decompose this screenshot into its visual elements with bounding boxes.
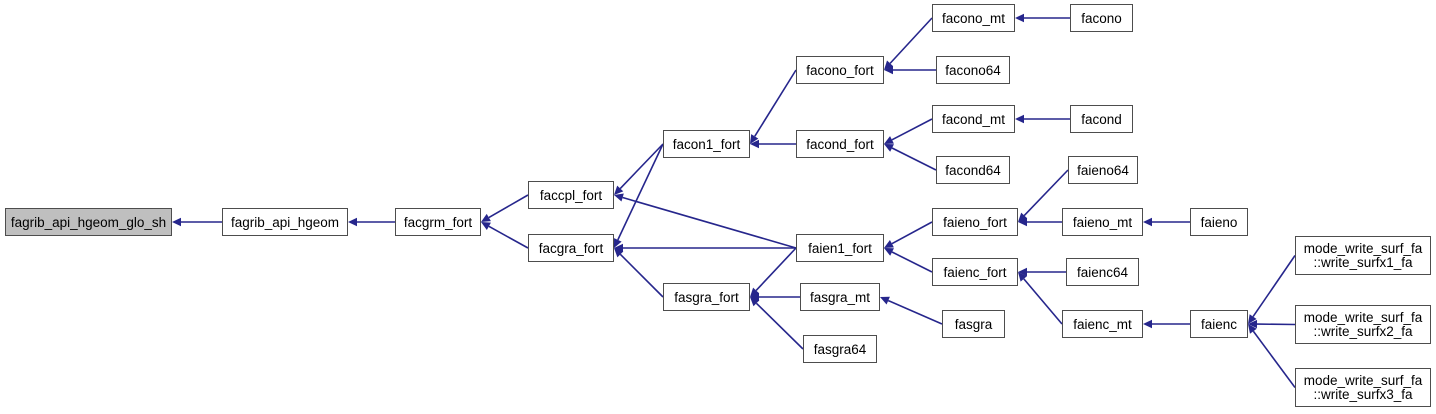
graph-node-faieno-fort[interactable]: faieno_fort [932,208,1018,236]
arrowhead-faienc-mt-to-faienc-fort [1018,272,1028,282]
edge-facono-fort-to-facon1-fort [754,69,797,137]
arrowhead-faienc64-to-faienc-fort [1018,267,1027,277]
edge-fasgra-to-fasgra-mt [887,299,943,325]
arrowhead-fasgra64-to-fasgra-fort [750,297,760,307]
edge-faccpl-fort-to-facgrm-fort [488,194,529,219]
graph-node-facon1-fort[interactable]: facon1_fort [663,130,750,158]
arrowhead-facono-mt-to-facono-fort [884,60,894,70]
arrowhead-faienc-to-faienc-mt [1143,319,1152,329]
graph-node-faienc-mt[interactable]: faienc_mt [1062,310,1143,338]
graph-node-fasgra-fort[interactable]: fasgra_fort [663,283,750,311]
graph-node-facond64[interactable]: facond64 [936,156,1010,184]
arrowhead-facgra-fort-to-facgrm-fort [481,222,491,231]
edge-facon1-fort-to-faccpl-fort [619,143,664,190]
edge-facon1-fort-to-facgra-fort [617,143,664,241]
graph-node-faienc[interactable]: faienc [1190,310,1248,338]
edge-facond-mt-to-facond-fort [891,118,933,141]
edge-write-surfx1-fa-to-faienc [1252,255,1296,318]
arrowhead-faienc-fort-to-faien1-fort [884,248,894,256]
arrowhead-write-surfx3-fa-to-faienc [1248,324,1257,334]
graph-node-facono64[interactable]: facono64 [936,56,1010,84]
arrowhead-faccpl-fort-to-facgrm-fort [481,213,491,222]
arrowhead-faieno64-to-faieno-fort [1018,212,1028,222]
edge-faienc-mt-to-faienc-fort [1023,278,1063,325]
graph-node-fasgra-mt[interactable]: fasgra_mt [800,283,880,311]
arrowhead-facono-to-facono-mt [1015,13,1024,23]
graph-node-facgra-fort[interactable]: facgra_fort [528,234,614,262]
arrowhead-faieno-to-faieno-mt [1143,217,1152,227]
edge-facond64-to-facond-fort [891,147,937,171]
arrowhead-fasgra-to-fasgra-mt [880,296,890,305]
arrowhead-facon1-fort-to-faccpl-fort [614,185,624,195]
arrowhead-facond-mt-to-facond-fort [884,136,894,144]
arrowhead-facono-fort-to-facon1-fort [750,134,759,144]
edge-faien1-fort-to-fasgra-fort [755,247,797,291]
edge-faienc-fort-to-faien1-fort [891,251,933,273]
graph-node-write-surfx1-fa[interactable]: mode_write_surf_fa ::write_surfx1_fa [1295,236,1431,275]
graph-node-write-surfx3-fa[interactable]: mode_write_surf_fa ::write_surfx3_fa [1295,368,1431,407]
edge-facgra-fort-to-facgrm-fort [488,225,529,249]
graph-node-fagrib-api-hgeom[interactable]: fagrib_api_hgeom [222,208,348,236]
edge-faieno-fort-to-faien1-fort [891,221,933,245]
arrowhead-faieno-mt-to-faieno-fort [1018,217,1027,227]
arrowhead-faien1-fort-to-faccpl-fort [614,193,624,202]
graph-node-facono[interactable]: facono [1070,4,1133,32]
arrowhead-facon1-fort-to-facgra-fort [614,238,622,248]
arrowhead-facono64-to-facono-fort [884,65,893,75]
edge-facono-mt-to-facono-fort [889,17,933,64]
edge-write-surfx3-fa-to-faienc [1252,330,1296,388]
graph-node-faien1-fort[interactable]: faien1_fort [796,234,884,262]
arrowhead-facond-fort-to-facon1-fort [750,139,759,149]
edge-fasgra64-to-fasgra-fort [755,302,804,350]
graph-node-faieno64[interactable]: faieno64 [1068,156,1138,184]
graph-node-faienc64[interactable]: faienc64 [1066,258,1139,286]
graph-node-facond-fort[interactable]: facond_fort [796,130,884,158]
arrowhead-fasgra-fort-to-facgra-fort [614,248,624,258]
arrowhead-fasgra-mt-to-fasgra-fort [750,292,759,302]
graph-node-fagrib-api-hgeom-glo-sh[interactable]: fagrib_api_hgeom_glo_sh [5,208,172,236]
edge-fasgra-fort-to-facgra-fort [619,253,664,298]
arrowhead-facond-to-facond-mt [1015,114,1024,124]
graph-node-facgrm-fort[interactable]: facgrm_fort [395,208,481,236]
graph-node-faienc-fort[interactable]: faienc_fort [932,258,1018,286]
graph-node-faieno[interactable]: faieno [1190,208,1248,236]
arrowhead-facgrm-fort-to-fagrib-api-hgeom [348,217,357,227]
graph-node-facond[interactable]: facond [1070,105,1133,133]
graph-node-faieno-mt[interactable]: faieno_mt [1062,208,1143,236]
arrowhead-write-surfx2-fa-to-faienc [1248,319,1258,329]
graph-node-faccpl-fort[interactable]: faccpl_fort [528,181,614,209]
arrowhead-facond64-to-facond-fort [884,144,894,152]
arrowhead-faien1-fort-to-fasgra-fort [750,287,760,297]
graph-node-fasgra64[interactable]: fasgra64 [803,335,877,363]
graph-node-fasgra[interactable]: fasgra [942,310,1005,338]
arrowhead-faieno-fort-to-faien1-fort [884,240,894,248]
arrowhead-write-surfx1-fa-to-faienc [1248,314,1257,324]
arrowhead-faien1-fort-to-facgra-fort [614,243,623,253]
arrowhead-fagrib-api-hgeom-to-fagrib-api-hgeom-glo-sh [172,217,181,227]
edge-faien1-fort-to-faccpl-fort [622,196,797,249]
graph-node-facono-mt[interactable]: facono_mt [932,4,1015,32]
graph-node-facond-mt[interactable]: facond_mt [932,105,1015,133]
graph-node-facono-fort[interactable]: facono_fort [796,56,884,84]
graph-node-write-surfx2-fa[interactable]: mode_write_surf_fa ::write_surfx2_fa [1295,305,1431,344]
